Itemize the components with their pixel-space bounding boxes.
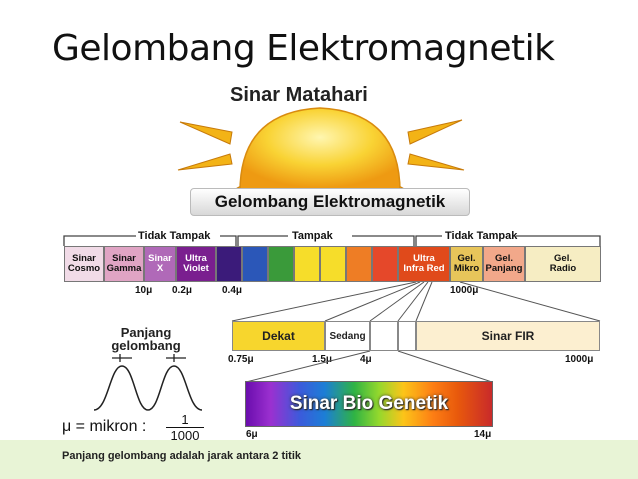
footer-bar bbox=[0, 440, 638, 479]
ir-segment-sedang: Sedang bbox=[325, 321, 370, 351]
micron-formula: μ = mikron : bbox=[62, 418, 147, 435]
spectrum-cell-text: Gel. bbox=[495, 253, 513, 264]
spectrum-cell-label: Gel.Mikro bbox=[454, 254, 479, 274]
spectrum-cell: Gel.Panjang bbox=[483, 246, 525, 282]
tick-4u: 4μ bbox=[360, 354, 372, 365]
wavelength-label: Panjang gelombang bbox=[106, 326, 186, 352]
spectrum-cell-text: Radio bbox=[549, 263, 577, 274]
bio-genetic-label: Sinar Bio Genetik bbox=[289, 393, 449, 414]
micron-fraction: 1 1000 bbox=[166, 412, 204, 443]
spectrum-cell bbox=[294, 246, 320, 282]
spectrum-cell-text: Sinar bbox=[72, 253, 96, 264]
spectrum-cell-text: Panjang bbox=[485, 263, 523, 274]
spectrum-cell bbox=[268, 246, 294, 282]
tick-1000u-ir: 1000μ bbox=[565, 354, 594, 365]
fraction-numerator: 1 bbox=[181, 412, 189, 427]
fraction-denominator: 1000 bbox=[166, 427, 204, 443]
wave-icon bbox=[93, 354, 203, 411]
wavelength-label-line2: gelombang bbox=[111, 338, 181, 353]
bio-expansion-lines bbox=[245, 351, 493, 383]
spectrum-cell: Gel.Radio bbox=[525, 246, 601, 282]
footer-text: Panjang gelombang adalah jarak antara 2 … bbox=[62, 450, 302, 462]
band-label-invisible-right: Tidak Tampak bbox=[445, 230, 518, 242]
spectrum-cell-text: X bbox=[156, 263, 164, 274]
tick-10u: 10μ bbox=[135, 285, 153, 296]
spectrum-cell bbox=[320, 246, 346, 282]
spectrum-cell-text: Mikro bbox=[453, 263, 480, 274]
sun-icon bbox=[177, 107, 465, 192]
band-label-invisible-left: Tidak Tampak bbox=[138, 230, 211, 242]
tick-0-75u: 0.75μ bbox=[228, 354, 254, 365]
spectrum-cell: Gel.Mikro bbox=[450, 246, 483, 282]
band-label-visible: Tampak bbox=[292, 230, 333, 242]
spectrum-cell bbox=[346, 246, 372, 282]
spectrum-cell-text: Gel. bbox=[457, 253, 476, 264]
spectrum-cell-text: Gel. bbox=[554, 253, 572, 264]
em-spectrum-banner: Gelombang Elektromagnetik bbox=[190, 188, 470, 216]
spectrum-cell-text: Sinar bbox=[148, 253, 172, 264]
spectrum-cell-text: Infra Red bbox=[403, 263, 445, 274]
page-title: Gelombang Elektromagnetik bbox=[52, 28, 555, 69]
spectrum-cell-label: Gel.Radio bbox=[550, 254, 576, 274]
spectrum-cell-text: Gamma bbox=[106, 263, 142, 274]
spectrum-cell bbox=[372, 246, 398, 282]
ir-segment-3 bbox=[370, 321, 398, 351]
spectrum-cell bbox=[216, 246, 242, 282]
tick-1-5u: 1.5μ bbox=[312, 354, 333, 365]
tick-0-2u: 0.2μ bbox=[172, 285, 193, 296]
infrared-expansion-lines bbox=[231, 282, 601, 322]
wavelength-label-line1: Panjang bbox=[120, 325, 172, 340]
spectrum-cell-text: Cosmo bbox=[67, 263, 101, 274]
tick-14u: 14μ bbox=[474, 429, 492, 440]
spectrum-cell-label: Gel.Panjang bbox=[486, 254, 523, 274]
spectrum-cell bbox=[242, 246, 268, 282]
spectrum-cell-text: Violet bbox=[183, 263, 209, 274]
sun-label: Sinar Matahari bbox=[230, 84, 368, 106]
tick-1000u-top: 1000μ bbox=[450, 285, 479, 296]
ir-segment-fir: Sinar FIR bbox=[416, 321, 600, 351]
tick-6u: 6μ bbox=[246, 429, 258, 440]
tick-0-4u: 0.4μ bbox=[222, 285, 243, 296]
ir-segment-dekat: Dekat bbox=[232, 321, 325, 351]
band-brackets bbox=[63, 235, 601, 246]
bio-genetic-band: Sinar Bio Genetik bbox=[245, 381, 493, 427]
spectrum-cell-text: Sinar bbox=[112, 253, 136, 264]
spectrum-cell-text: Ultra bbox=[413, 253, 435, 264]
spectrum-cell-text: Ultra bbox=[185, 253, 207, 264]
ir-segment-4 bbox=[398, 321, 416, 351]
